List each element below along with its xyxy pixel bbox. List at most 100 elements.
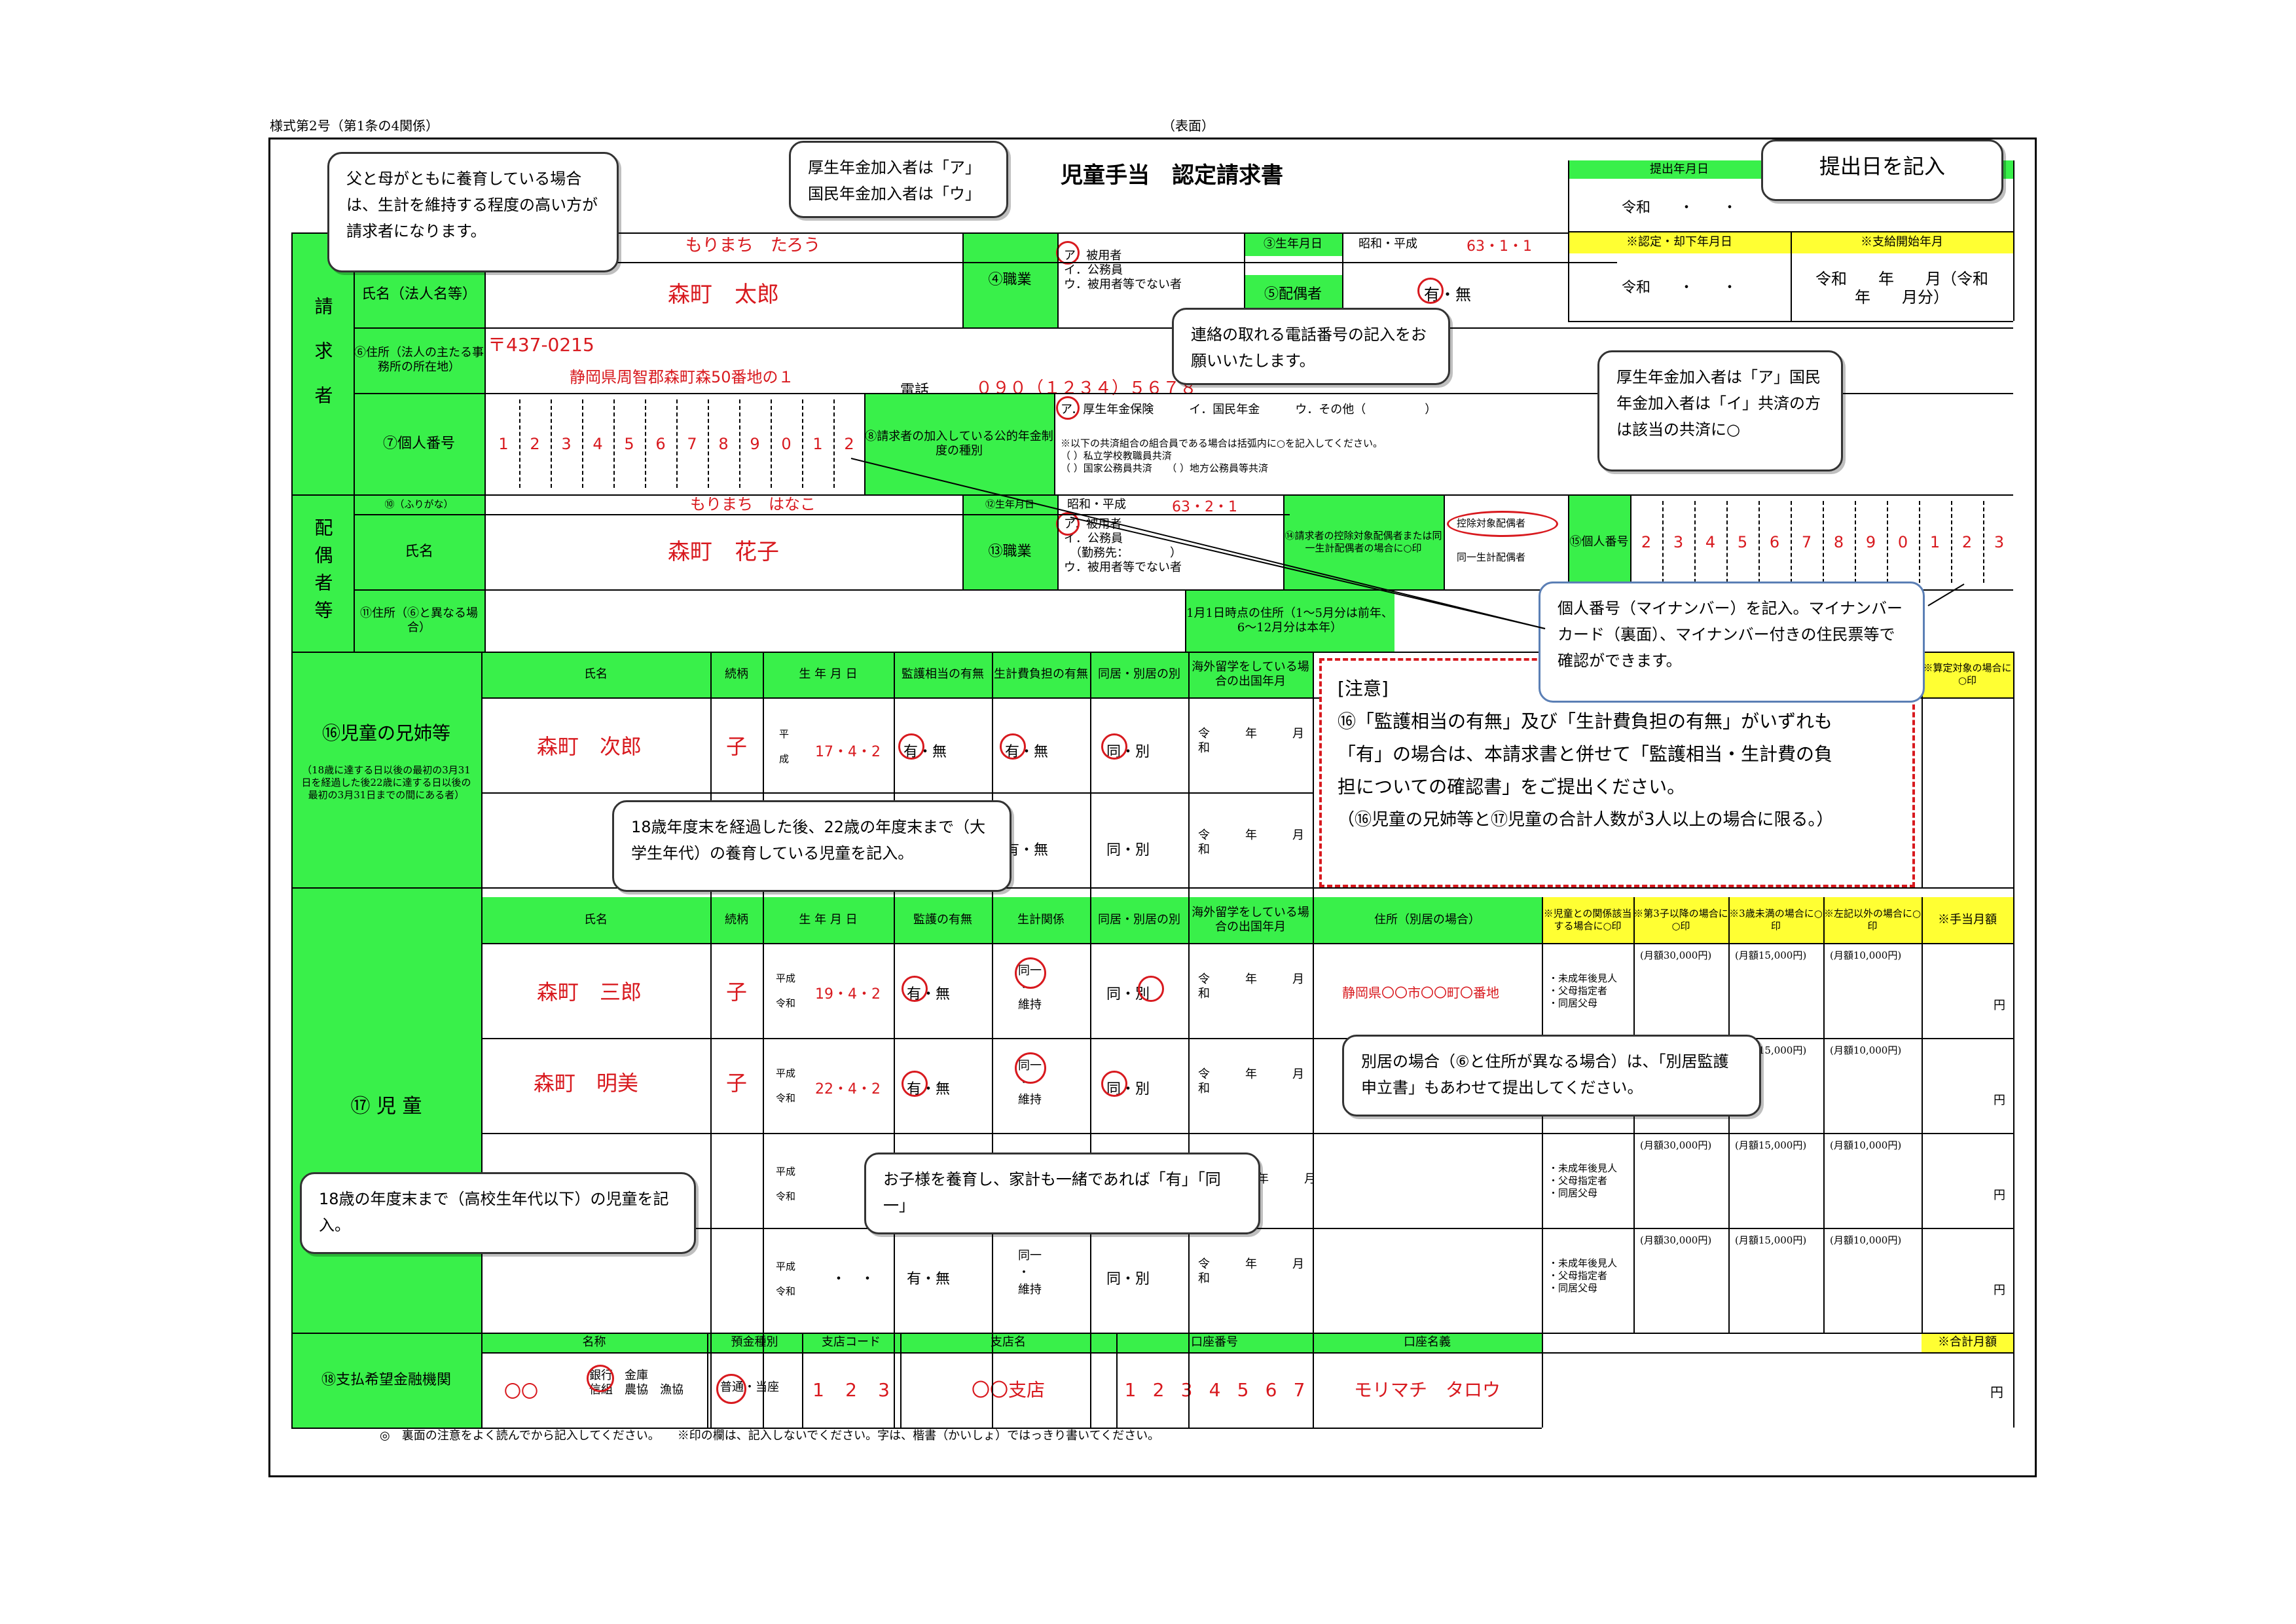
branch-digit[interactable]: 3	[878, 1378, 890, 1401]
digit-cell[interactable]: 3	[1673, 532, 1684, 551]
child1-dob[interactable]: 19・4・2	[815, 986, 881, 1003]
santei-label: ※算定対象の場合に○印	[1923, 662, 2012, 686]
digit-cell[interactable]: 7	[1801, 532, 1812, 551]
vline	[1116, 1333, 1118, 1428]
job-label: ④職業	[988, 271, 1032, 288]
kojo-b[interactable]: 同一生計配偶者	[1457, 551, 1526, 563]
branch-name[interactable]: 〇〇支店	[971, 1378, 1045, 1401]
digit-cell[interactable]: 3	[561, 434, 572, 453]
sibling2-dokyo[interactable]: 同・別	[1106, 842, 1150, 858]
branch-digit[interactable]: 2	[845, 1378, 857, 1401]
vline	[1090, 652, 1091, 1428]
digit-cell[interactable]: 7	[687, 434, 697, 453]
digit-cell[interactable]: 6	[1769, 532, 1780, 551]
child1-rel[interactable]: 子	[725, 980, 747, 1005]
acct-digit[interactable]: 1	[1124, 1378, 1137, 1401]
digit-cell[interactable]: 1	[498, 434, 509, 453]
child1-name[interactable]: 森町 三郎	[536, 980, 642, 1005]
bank-label: ⑱支払希望金融機関	[321, 1371, 451, 1388]
hline	[481, 1038, 2013, 1039]
child1-seikei-circle	[1015, 957, 1046, 989]
vline	[1283, 494, 1285, 589]
child4-kango[interactable]: 有・無	[907, 1271, 951, 1287]
child-header-bg	[481, 897, 1313, 943]
digit-cell[interactable]: 3	[1994, 532, 2005, 551]
amount-hint: (月額15,000円)	[1735, 1139, 1807, 1151]
sibling-rel[interactable]: 子	[725, 734, 747, 759]
applicant-zip[interactable]: 〒437-0215	[488, 334, 594, 356]
child4-seikei[interactable]: 同一・維持	[1018, 1249, 1042, 1297]
acct-digit[interactable]: 4	[1209, 1378, 1221, 1401]
applicant-dob[interactable]: 63・1・1	[1467, 238, 1532, 255]
digit-cell[interactable]: 9	[750, 434, 760, 453]
digit-cell[interactable]: 4	[1705, 532, 1716, 551]
job-options[interactable]: ア．被用者イ．公務員ウ．被用者等でない者	[1064, 249, 1182, 291]
acct-digit[interactable]: 6	[1265, 1378, 1277, 1401]
kojo-circle	[1447, 511, 1558, 537]
child2-name[interactable]: 森町 明美	[534, 1071, 639, 1096]
hline	[291, 1333, 2013, 1334]
digit-cell[interactable]: 9	[1865, 532, 1876, 551]
vline	[1568, 494, 1569, 589]
vline	[710, 652, 712, 1428]
digit-cell[interactable]: 6	[655, 434, 666, 453]
sibling-dokyo-circle	[1101, 733, 1127, 760]
digit-cell[interactable]: 1	[812, 434, 823, 453]
b-type: 預金種別	[731, 1335, 778, 1349]
digit-cell[interactable]: 2	[844, 434, 854, 453]
santei-bg	[1922, 652, 2013, 697]
sibling-dob[interactable]: 17・4・2	[815, 744, 881, 760]
sibling-label: ⑯児童の兄姉等	[321, 722, 450, 744]
acct-digit[interactable]: 2	[1152, 1378, 1165, 1401]
b-name: 名称	[582, 1335, 606, 1349]
sibling-name[interactable]: 森町 次郎	[536, 734, 642, 759]
amount-hint: (月額15,000円)	[1735, 1234, 1807, 1246]
col-name: 氏名	[584, 913, 608, 927]
col-rel: 続柄	[725, 667, 748, 681]
digit-cell[interactable]: 1	[1929, 532, 1941, 551]
name-label: 氏名（法人名等）	[361, 286, 477, 303]
child4-dokyo[interactable]: 同・別	[1106, 1271, 1150, 1287]
digit-cell[interactable]: 0	[781, 434, 792, 453]
bubble-support: お子様を養育し、家計も一緒であれば「有」「同一」	[864, 1153, 1260, 1234]
digit-cell[interactable]: 8	[718, 434, 729, 453]
branch-digit[interactable]: 1	[812, 1378, 824, 1401]
sibling2-seikei[interactable]: 有・無	[1005, 842, 1049, 858]
spouse-name[interactable]: 森町 花子	[668, 538, 779, 565]
applicant-address[interactable]: 静岡県周智郡森町森50番地の１	[570, 368, 794, 386]
child2-dob[interactable]: 22・4・2	[815, 1081, 881, 1098]
digit-cell[interactable]: 2	[1641, 532, 1652, 551]
digit-cell[interactable]: 4	[592, 434, 603, 453]
acct-digit[interactable]: 5	[1237, 1378, 1249, 1401]
spouse-dob[interactable]: 63・2・1	[1172, 499, 1237, 515]
digit-cell[interactable]: 8	[1833, 532, 1844, 551]
pension-options[interactable]: ア．厚生年金保険 イ．国民年金 ウ．その他（ ）	[1061, 403, 1437, 416]
bank-name[interactable]: 〇〇	[504, 1382, 539, 1402]
vline	[802, 1333, 803, 1428]
vline	[962, 232, 964, 327]
account-holder[interactable]: モリマチ タロウ	[1353, 1378, 1501, 1401]
digit-cell[interactable]: 5	[1737, 532, 1748, 551]
digit-divider	[739, 399, 740, 488]
child2-rel[interactable]: 子	[725, 1071, 747, 1096]
spouse-furigana[interactable]: もりまち はなこ	[690, 495, 816, 513]
submit-date-value[interactable]: 令和 ・ ・	[1621, 200, 1737, 216]
arrow-mynum	[850, 458, 1546, 629]
digit-cell[interactable]: 2	[530, 434, 540, 453]
applicant-furigana[interactable]: もりまち たろう	[685, 236, 821, 255]
digit-cell[interactable]: 2	[1961, 532, 1973, 551]
3y-label: ※3歳未満の場合に○印	[1729, 908, 1823, 932]
mynum-label: ⑦個人番号	[382, 435, 455, 452]
applicant-name[interactable]: 森町 太郎	[668, 282, 779, 308]
digit-cell[interactable]: 5	[624, 434, 634, 453]
digit-divider	[613, 399, 615, 488]
hline	[354, 589, 2013, 591]
digit-divider	[1823, 501, 1824, 583]
child1-address[interactable]: 静岡県〇〇市〇〇町〇番地	[1342, 985, 1499, 1001]
child-label-bg	[291, 887, 481, 1333]
child1-era: 平成令和	[776, 972, 796, 1009]
relation-options: ・未成年後見人 ・父母指定者 ・同居父母	[1548, 1257, 1618, 1294]
digit-cell[interactable]: 0	[1897, 532, 1908, 551]
job13-label: ⑬職業	[988, 543, 1032, 560]
acct-digit[interactable]: 7	[1293, 1378, 1305, 1401]
